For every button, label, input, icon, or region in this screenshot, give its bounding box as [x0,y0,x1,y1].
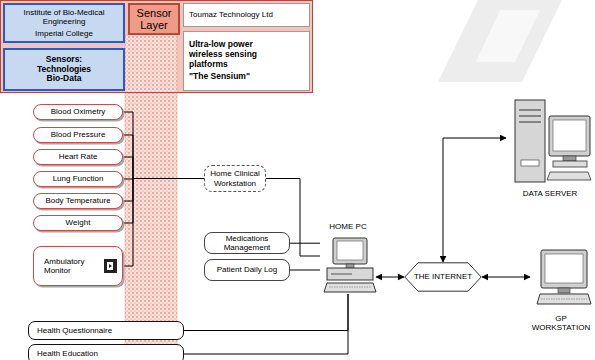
watermark-cutout [476,10,540,62]
watermark-shape [438,0,562,82]
ambulatory-icon [104,259,117,273]
connector [184,294,348,354]
sensor-pill: Weight [33,215,123,231]
sensors-box: Sensors: Technologies Bio-Data [3,48,125,91]
node-text: Health Education [37,349,98,358]
pc-icon [324,238,376,292]
node-text: Patient Daily Log [217,265,277,274]
server-icon [515,100,591,182]
institution-box: Institute of Bio-Medical EngineeringImpe… [3,3,125,43]
node-text: Blood Oximetry [51,107,106,116]
node-text: DATA SERVER [523,189,578,198]
connector [123,179,204,267]
node-text: Medications Management [209,234,285,252]
workstation-box: Home Clinical Workstation [204,165,266,192]
node-text: Lung Function [53,174,104,183]
connector [443,138,506,262]
node-text: Weight [66,218,91,227]
connector [376,277,404,278]
process-box: Patient Daily Log [204,259,290,281]
node-text: Body Temperature [45,196,110,205]
connector [482,277,530,278]
node-text: HOME PC [329,222,366,231]
node-text: THE INTERNET [414,272,472,281]
connector [290,270,320,271]
connector [184,294,348,331]
sensor-pill: Ambulatory Monitor [33,246,123,286]
resource-box: Health Education [28,344,184,360]
node-text: Institute of Bio-Medical Engineering [18,8,110,26]
node-text: Health Questionnaire [37,326,112,335]
layer-box: Sensor Layer [128,3,180,35]
sensor-pill: Body Temperature [33,193,123,209]
connector [290,243,320,244]
sensor-pill: Blood Pressure [33,127,123,143]
platform-box: Ultra-low power wireless sensing platfor… [183,31,310,91]
sensor-pill: Lung Function [33,171,123,187]
node-text: Sensors: Technologies Bio-Data [28,55,100,84]
company-box: Toumaz Technology Ltd [183,3,310,27]
node-text: "The Sensium" [189,72,250,82]
connector [123,179,204,224]
partner-panel: Institute of Bio-Medical EngineeringImpe… [0,0,313,93]
node-text: Home Clinical Workstation [209,169,261,187]
node-text: Toumaz Technology Ltd [189,10,273,19]
computer-node: HOME PC [320,222,376,294]
sensor-pill: Heart Rate [33,149,123,165]
node-text: Blood Pressure [51,130,106,139]
node-text: Ambulatory Monitor [44,257,100,275]
node-text: Sensor Layer [132,7,176,31]
connector [123,135,204,179]
connector [123,112,204,179]
gp-workstation-icon [537,250,591,304]
sensor-pill: Blood Oximetry [33,104,123,120]
computer-node: GP WORKSTATION [530,248,592,332]
node-text: GP WORKSTATION [530,314,592,332]
node-text: Heart Rate [59,152,98,161]
process-box: Medications Management [204,232,290,254]
resource-box: Health Questionnaire [28,321,184,340]
server-node: DATA SERVER [506,92,594,198]
node-text: Ultra-low power wireless sensing platfor… [189,40,271,69]
network-hexagon: THE INTERNET [404,262,482,292]
connector [123,179,204,202]
node-text: Imperial College [35,29,93,38]
connector [123,157,204,179]
